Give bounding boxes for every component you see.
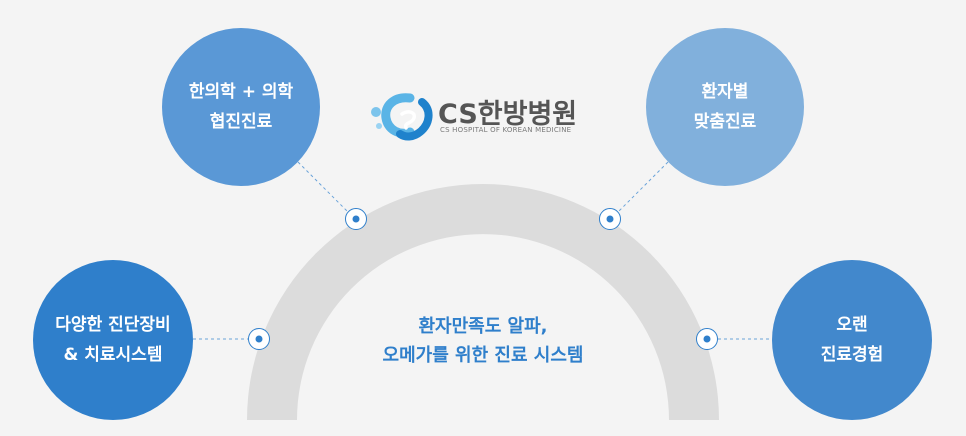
feature-label-line1: 한의학 + 의학 [188,82,294,102]
target-dot-icon [248,328,270,350]
center-message: 환자만족도 알파, 오메가를 위한 진료 시스템 [333,312,633,370]
target-dot-icon [345,208,367,230]
feature-circle-integrated-care: 한의학 + 의학 협진진료 [162,28,320,186]
semicircle-arch [247,184,719,420]
feature-label-line2: 진료경험 [820,345,884,365]
connector-top-left [297,161,350,214]
cs-logo-swirl-icon [371,93,433,141]
feature-circle-experience: 오랜 진료경험 [772,260,932,420]
center-message-line2: 오메가를 위한 진료 시스템 [382,345,584,366]
feature-circle-diagnostic-equipment: 다양한 진단장비 & 치료시스템 [33,260,193,420]
feature-label-line2: & 치료시스템 [63,345,163,365]
feature-label-line2: 맞춤진료 [693,112,757,132]
brand-name: CS한방병원 [438,99,578,130]
feature-label-line2: 협진진료 [209,112,273,132]
brand-logo: CS한방병원 CS HOSPITAL OF KOREAN MEDICINE [370,90,590,146]
feature-circle-personalized-care: 환자별 맞춤진료 [646,28,804,186]
feature-label-line1: 환자별 [701,82,749,102]
brand-subtitle: CS HOSPITAL OF KOREAN MEDICINE [440,126,572,134]
target-dot-icon [696,328,718,350]
center-message-line1: 환자만족도 알파, [418,316,548,337]
feature-label-line1: 오랜 [836,315,868,335]
feature-label-line1: 다양한 진단장비 [55,315,171,335]
target-dot-icon [599,208,621,230]
connector-top-right [616,161,669,214]
